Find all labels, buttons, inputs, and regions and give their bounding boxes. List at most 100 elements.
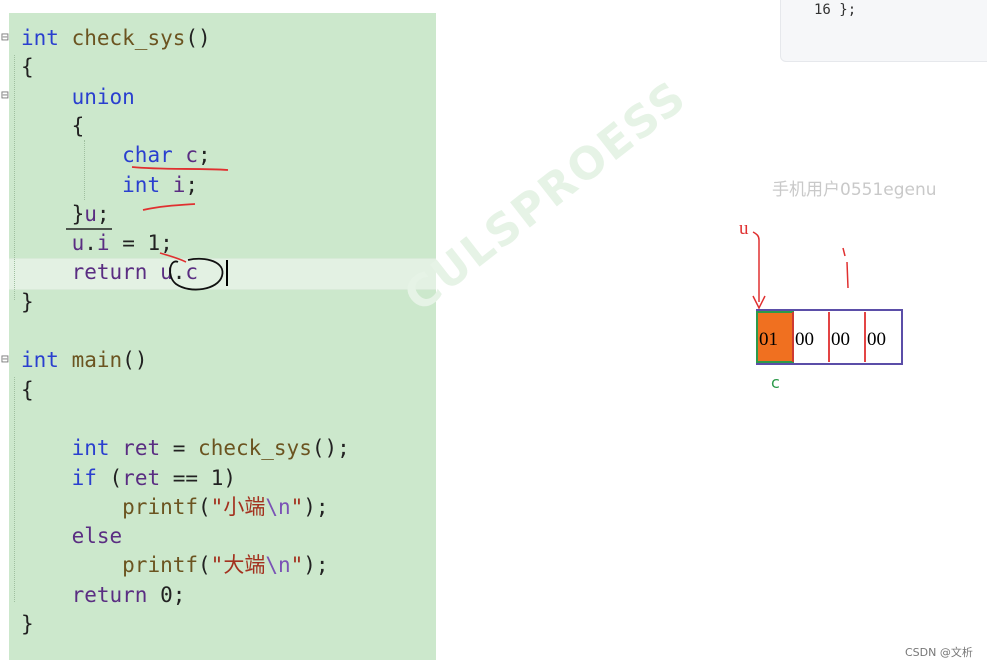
code-token: "小端 <box>210 494 266 519</box>
code-token: c <box>185 143 199 168</box>
code-token: u <box>71 231 85 256</box>
code-token: i <box>172 172 186 197</box>
byte-value-0: 01 <box>759 329 778 350</box>
pointer-arrowhead <box>752 295 766 310</box>
code-line-text: { <box>21 376 34 405</box>
code-token <box>21 495 122 519</box>
code-token: ( <box>198 494 211 519</box>
code-token: } <box>21 612 34 636</box>
user-watermark: 手机用户0551egenu <box>772 180 937 200</box>
code-token: ; <box>185 172 199 197</box>
footer-credit: CSDN @文析 <box>905 646 973 659</box>
code-token: 1 <box>210 465 224 490</box>
code-token: if <box>71 465 97 490</box>
code-token: i <box>96 231 110 256</box>
code-token: union <box>71 84 135 109</box>
code-line-text: printf("大端\n"); <box>21 551 329 580</box>
code-token: int <box>21 26 59 50</box>
code-token: ret <box>122 465 161 490</box>
byte-value-3: 00 <box>867 329 886 350</box>
code-token <box>21 466 72 490</box>
fold-toggle-icon[interactable]: ⊟ <box>1 88 9 103</box>
code-editor-panel[interactable] <box>9 13 436 660</box>
code-line-text: int check_sys() <box>21 24 211 53</box>
code-token: () <box>185 26 211 50</box>
code-token: } <box>71 201 85 226</box>
code-token: . <box>172 260 186 285</box>
code-token <box>21 583 72 607</box>
code-line-text: { <box>21 112 85 141</box>
code-token: ; <box>160 231 173 256</box>
code-token: \n <box>265 494 291 519</box>
code-token: ( <box>198 553 211 578</box>
code-token: " <box>290 494 304 519</box>
code-token: } <box>21 289 34 314</box>
code-token: { <box>21 377 34 402</box>
code-token: 0 <box>160 582 173 607</box>
code-line-text: int main() <box>21 346 147 375</box>
code-line-text: union <box>21 83 135 112</box>
byte-cell-0 <box>757 312 793 362</box>
code-token: return <box>71 582 148 607</box>
code-token: . <box>84 231 97 256</box>
code-token: int <box>21 348 59 373</box>
code-token: check_sys <box>71 26 186 50</box>
code-token: "大端 <box>210 553 266 578</box>
code-line-text: int ret = check_sys(); <box>21 434 350 463</box>
code-token: 1 <box>147 231 161 256</box>
code-token: u <box>160 260 173 285</box>
fold-toggle-icon[interactable]: ⊟ <box>1 30 9 45</box>
code-token: \n <box>265 553 291 578</box>
code-token: ) <box>223 465 236 490</box>
indent-guide <box>14 377 15 602</box>
circle-around-u-c <box>169 257 224 291</box>
annotation-tick-1 <box>159 252 187 263</box>
code-line-text: }u; <box>21 200 110 229</box>
byte-value-1: 00 <box>795 329 814 350</box>
code-token <box>147 583 160 607</box>
code-token: (); <box>311 436 350 461</box>
code-annotations <box>66 166 229 291</box>
code-token: printf <box>122 494 199 519</box>
code-token <box>21 524 72 548</box>
code-token: printf <box>122 553 199 578</box>
code-token <box>59 348 72 372</box>
code-line-text: } <box>21 610 34 639</box>
code-snippet-box: 16 }; <box>780 0 987 62</box>
member-label-c: c <box>771 373 780 392</box>
byte-value-2: 00 <box>831 329 850 350</box>
indent-guide <box>14 55 15 300</box>
code-token <box>21 436 72 460</box>
code-line-text: { <box>21 53 34 82</box>
text-caret <box>226 260 228 286</box>
code-token <box>110 436 123 460</box>
code-token: u <box>84 201 97 226</box>
code-line-text: int i; <box>21 171 198 200</box>
annotation-mark <box>842 247 849 289</box>
code-token: main <box>71 348 123 373</box>
code-token: ); <box>303 494 329 519</box>
pointer-arrow-line <box>752 231 760 302</box>
snippet-line: 16 }; <box>814 2 857 18</box>
fold-toggle-icon[interactable]: ⊟ <box>1 352 9 367</box>
memory-layout-diagram: u 01 00 00 00 c <box>739 218 903 392</box>
code-token: = <box>109 231 148 256</box>
code-line-text: else <box>21 522 123 551</box>
code-token: ); <box>303 553 329 578</box>
code-token: int <box>71 436 110 461</box>
code-token: check_sys <box>198 436 312 461</box>
code-token: () <box>122 348 148 373</box>
code-token: return <box>71 260 148 285</box>
code-token: == <box>160 465 211 490</box>
code-line-text: } <box>21 288 34 317</box>
pointer-label: u <box>739 218 749 239</box>
diagonal-watermark: CULSPROESS <box>395 70 697 323</box>
code-token: ; <box>96 201 110 226</box>
code-token: { <box>21 55 34 80</box>
code-token: ; <box>172 582 186 607</box>
code-line-text: u.i = 1; <box>21 229 173 258</box>
code-token: " <box>290 553 304 578</box>
code-token: { <box>71 113 85 138</box>
code-line-text: char c; <box>21 141 211 170</box>
underline-int-i <box>142 203 196 211</box>
